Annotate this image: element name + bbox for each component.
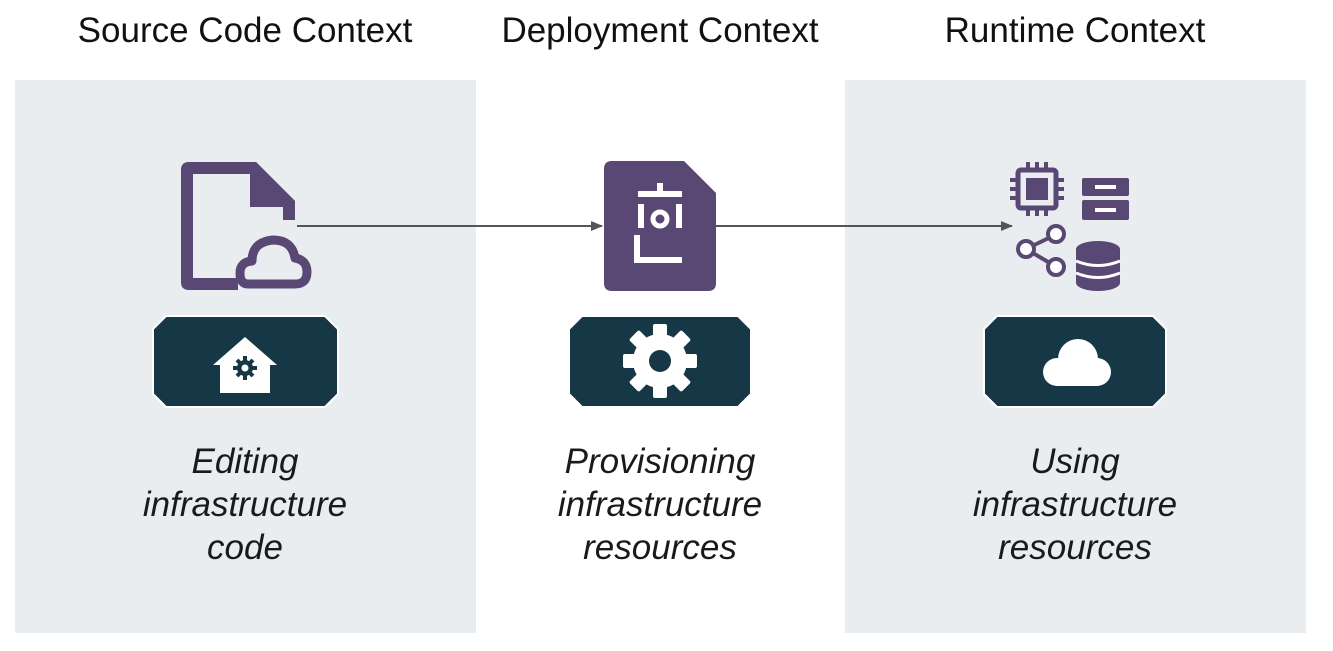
deployment-badge — [568, 315, 752, 408]
caption-line: code — [207, 528, 283, 567]
runtime-caption: Using infrastructure resources — [844, 440, 1306, 569]
server-icon — [1082, 178, 1129, 220]
caption-line: Provisioning — [564, 442, 756, 481]
caption-line: resources — [583, 528, 737, 567]
source-code-caption: Editing infrastructure code — [14, 440, 476, 569]
share-network-icon — [1016, 224, 1066, 277]
deployment-package-icon — [604, 161, 716, 291]
caption-line: infrastructure — [557, 485, 763, 524]
caption-line: Using — [1030, 442, 1120, 481]
source-code-context-title: Source Code Context — [77, 11, 413, 50]
gear-icon — [623, 324, 697, 398]
runtime-context-title: Runtime Context — [944, 11, 1206, 50]
caption-line: resources — [998, 528, 1152, 567]
deployment-context-title: Deployment Context — [501, 11, 819, 50]
caption-line: infrastructure — [142, 485, 348, 524]
deployment-caption: Provisioning infrastructure resources — [429, 440, 891, 569]
database-icon — [1075, 241, 1121, 291]
home-gear-icon — [213, 337, 277, 393]
caption-line: Editing — [191, 442, 299, 481]
runtime-resources-icon — [1010, 162, 1135, 294]
cloud-icon — [1043, 339, 1111, 386]
runtime-badge — [983, 315, 1167, 408]
cpu-chip-icon — [1010, 162, 1064, 216]
source-code-badge — [152, 315, 339, 408]
cloud-code-file-icon — [178, 158, 313, 294]
caption-line: infrastructure — [972, 485, 1178, 524]
